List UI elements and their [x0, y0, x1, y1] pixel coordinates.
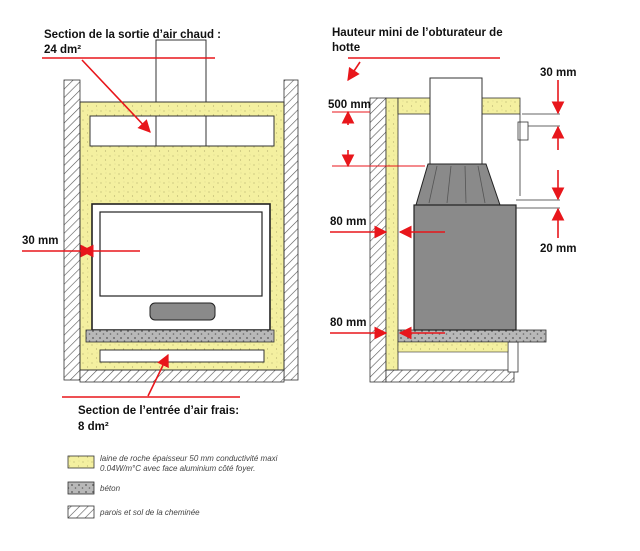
- hot-air-label-1: Section de la sortie d’air chaud :: [44, 29, 221, 41]
- hood-rib: [477, 165, 486, 204]
- hood-rib: [428, 165, 438, 204]
- legend-wool-line2: 0.04W/m°C avec face aluminium côté foyer…: [100, 464, 255, 473]
- dim-30-right-label: 30 mm: [540, 67, 576, 79]
- fresh-air-label-1: Section de l’entrée d’air frais:: [78, 405, 239, 417]
- insert-glass: [99, 211, 263, 297]
- side-wall: [369, 97, 387, 383]
- dim-20-label: 20 mm: [540, 243, 576, 255]
- dim-30-left-label: 30 mm: [22, 235, 58, 247]
- legend-swatch-concrete: [67, 481, 95, 495]
- side-concrete-slab: [397, 329, 547, 343]
- side-floor: [385, 369, 515, 383]
- side-view: Hauteur mini de l’obturateur de hotte 50…: [328, 27, 576, 383]
- legend-wool-line1: laine de roche épaisseur 50 mm conductiv…: [100, 454, 278, 463]
- fresh-air-inlet: [99, 349, 265, 363]
- fresh-air-arrow: [147, 353, 169, 397]
- right-wall: [283, 79, 299, 381]
- hood-rib: [446, 165, 452, 204]
- support-post: [507, 341, 519, 373]
- hood-label-2: hotte: [332, 42, 360, 54]
- legend-concrete: béton: [100, 484, 121, 493]
- legend-walls: parois et sol de la cheminée: [99, 508, 200, 517]
- side-insulation-vertical: [385, 97, 399, 371]
- dim-80-upper-label: 80 mm: [330, 216, 366, 228]
- hood-rib: [464, 165, 467, 204]
- hood-arrow: [347, 61, 361, 82]
- left-wall: [63, 79, 81, 381]
- hood-shutter: [517, 121, 529, 141]
- insert-hood: [415, 163, 501, 206]
- fresh-air-label-2: 8 dm²: [78, 421, 109, 433]
- front-view: Section de la sortie d’air chaud : 24 dm…: [22, 29, 299, 433]
- legend-swatch-wool: [67, 455, 95, 469]
- dim-500-label: 500 mm: [328, 99, 371, 111]
- chimney-duct: [155, 39, 207, 103]
- legend: laine de roche épaisseur 50 mm conductiv…: [67, 454, 278, 519]
- hot-air-outlet: [89, 115, 275, 147]
- duct-in-outlet: [155, 115, 207, 147]
- hood-label-1: Hauteur mini de l’obturateur de: [332, 27, 503, 39]
- dim-80-lower-label: 80 mm: [330, 317, 366, 329]
- side-insulation-bottom: [397, 341, 509, 353]
- hot-air-arrow: [81, 59, 151, 133]
- side-chimney-duct: [429, 77, 483, 165]
- insert-body: [413, 204, 517, 331]
- legend-swatch-walls: [67, 505, 95, 519]
- ash-drawer: [149, 302, 216, 321]
- floor: [79, 369, 285, 383]
- hot-air-label-2: 24 dm²: [44, 44, 81, 56]
- concrete-slab: [85, 329, 275, 343]
